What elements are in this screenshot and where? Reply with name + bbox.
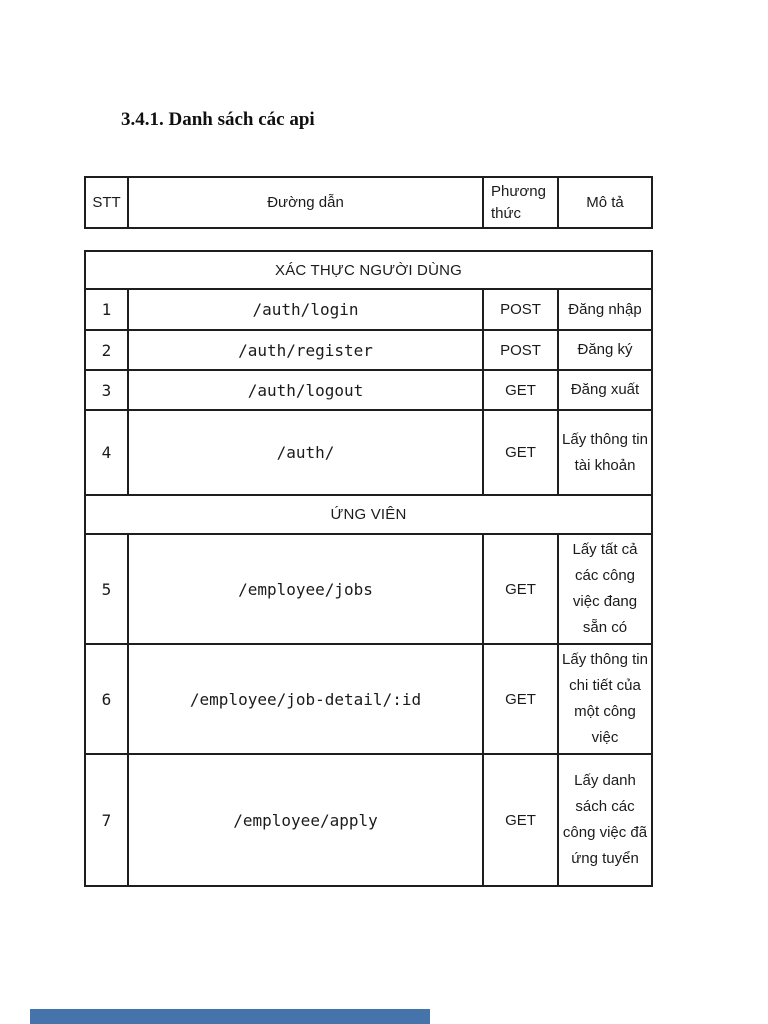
http-method: POST: [482, 329, 559, 371]
api-description: Lấy thông tin chi tiết của một công việc: [556, 643, 654, 755]
api-path: /employee/job-detail/:id: [127, 643, 484, 755]
col-header-stt: STT: [84, 176, 129, 229]
http-method: GET: [482, 643, 559, 755]
col-header-path: Đường dẫn: [127, 176, 484, 229]
section-title-candidate: ỨNG VIÊN: [83, 494, 654, 535]
http-method: GET: [482, 533, 559, 645]
footer-accent-bar: [30, 1009, 430, 1024]
col-header-method: Phương thức: [482, 176, 559, 229]
table-row: 1 /auth/login POST Đăng nhập: [84, 288, 654, 331]
http-method: GET: [482, 369, 559, 411]
row-stt: 7: [84, 753, 129, 887]
api-description: Đăng nhập: [556, 288, 654, 331]
row-stt: 1: [84, 288, 129, 331]
row-stt: 3: [84, 369, 129, 411]
section-row: ỨNG VIÊN: [83, 494, 654, 535]
row-stt: 5: [84, 533, 129, 645]
table-row: 3 /auth/logout GET Đăng xuất: [84, 369, 654, 411]
api-table: XÁC THỰC NGƯỜI DÙNG 1 /auth/login POST Đ…: [83, 250, 654, 887]
api-description: Lấy tất cả các công việc đang sẵn có: [556, 533, 654, 645]
row-stt: 4: [84, 409, 129, 496]
col-header-description: Mô tả: [557, 176, 653, 229]
section-row: XÁC THỰC NGƯỜI DÙNG: [83, 250, 654, 290]
http-method: POST: [482, 288, 559, 331]
header-table: STT Đường dẫn Phương thức Mô tả: [84, 176, 653, 229]
api-path: /auth/logout: [127, 369, 484, 411]
table-row: 2 /auth/register POST Đăng ký: [84, 329, 654, 371]
api-description: Lấy danh sách các công việc đã ứng tuyển: [556, 753, 654, 887]
api-description: Đăng ký: [556, 329, 654, 371]
http-method: GET: [482, 409, 559, 496]
api-path: /employee/apply: [127, 753, 484, 887]
page-title: 3.4.1. Danh sách các api: [121, 109, 315, 130]
table-row: 6 /employee/job-detail/:id GET Lấy thông…: [84, 643, 654, 755]
api-description: Lấy thông tin tài khoản: [556, 409, 654, 496]
api-path: /auth/register: [127, 329, 484, 371]
table-row: 5 /employee/jobs GET Lấy tất cả các công…: [84, 533, 654, 645]
table-row: 4 /auth/ GET Lấy thông tin tài khoản: [84, 409, 654, 496]
api-description: Đăng xuất: [556, 369, 654, 411]
row-stt: 2: [84, 329, 129, 371]
row-stt: 6: [84, 643, 129, 755]
api-path: /employee/jobs: [127, 533, 484, 645]
section-title-auth: XÁC THỰC NGƯỜI DÙNG: [83, 250, 654, 290]
api-path: /auth/login: [127, 288, 484, 331]
api-path: /auth/: [127, 409, 484, 496]
http-method: GET: [482, 753, 559, 887]
table-row: 7 /employee/apply GET Lấy danh sách các …: [84, 753, 654, 887]
